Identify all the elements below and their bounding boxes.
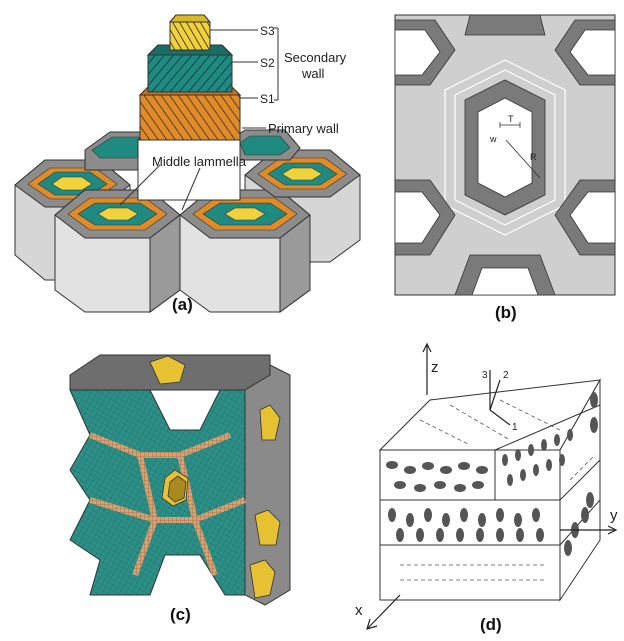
panel-c: (c) [69, 354, 291, 624]
label-t: T [508, 114, 514, 124]
caption-b: (b) [495, 303, 517, 322]
panel-a: S3 S2 S1 Secondary wall Primary wall Mid… [14, 14, 361, 314]
axes [366, 342, 618, 630]
mesh-lumens [149, 355, 281, 599]
local-axis-1: 1 [512, 422, 518, 433]
caption-c: (c) [170, 605, 191, 624]
caption-d: (d) [480, 615, 502, 634]
fiber-lines [400, 399, 596, 581]
label-secondary-1: Secondary [284, 50, 347, 65]
axis-x-label: x [355, 602, 363, 619]
cell-wall-layers [137, 14, 242, 201]
caption-a: (a) [172, 295, 193, 314]
label-s2: S2 [260, 56, 275, 70]
label-s3: S3 [260, 24, 275, 38]
mesh-front-face [69, 389, 246, 596]
label-r: R [530, 152, 537, 162]
label-s1: S1 [260, 92, 275, 106]
panel-d: z y x 3 2 1 (d) [355, 342, 618, 634]
honeycomb-cells [14, 129, 361, 313]
cell-lumens [394, 29, 616, 296]
dimension-lines [499, 122, 541, 179]
label-secondary-2: wall [301, 66, 325, 81]
leader-lines [119, 27, 279, 211]
panel-b: T w R (b) [394, 14, 616, 322]
label-primary-wall: Primary wall [268, 121, 339, 136]
local-axis-2: 2 [503, 370, 509, 381]
layer-boundaries [380, 404, 601, 546]
label-w: w [489, 134, 497, 144]
fiber-ellipses [386, 392, 598, 556]
axis-z-label: z [431, 359, 439, 376]
local-axis-3: 3 [482, 370, 488, 381]
axis-y-label: y [610, 507, 618, 524]
label-middle-lamella: Middle lammella [152, 154, 247, 169]
